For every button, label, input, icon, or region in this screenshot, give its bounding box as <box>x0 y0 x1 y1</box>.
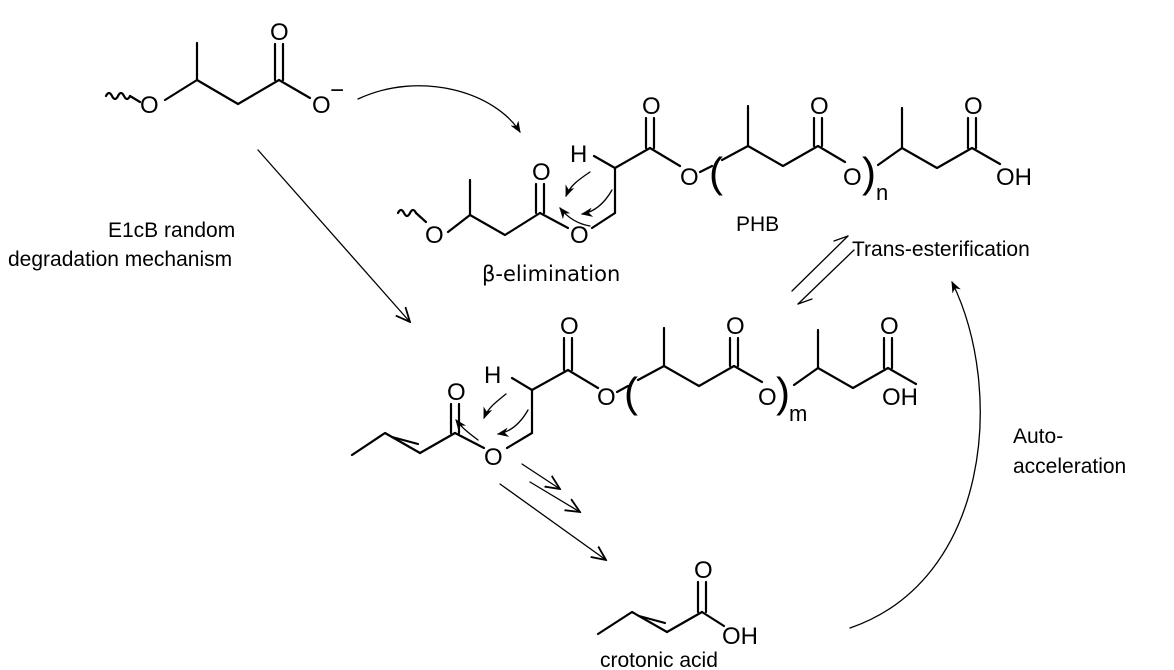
repeat-unit-close-bracket: ) <box>776 369 790 416</box>
equilibrium-reverse-arrow <box>797 249 855 305</box>
hydroxyl-group: OH <box>882 384 918 411</box>
oxygen-atom: O <box>680 164 699 191</box>
bond <box>414 211 428 224</box>
electron-push-arrow <box>455 419 479 441</box>
equilibrium-reverse-head <box>797 298 813 305</box>
multistep-arrow <box>529 481 580 512</box>
backbone-bonds <box>530 368 600 392</box>
anion-charge: − <box>330 77 344 104</box>
bond <box>590 211 617 230</box>
electron-push-arrow <box>496 409 529 437</box>
electron-push-arrow <box>565 171 591 198</box>
nucleophilic-attack-arrow <box>357 85 521 133</box>
oxygen-atom: O <box>810 93 829 120</box>
oxygen-atom: O <box>880 313 899 340</box>
phb-chain-molecule: O O O H O O ( O O ) n O OH <box>396 93 1032 249</box>
bond <box>700 610 726 628</box>
auto-acceleration-label-line2: acceleration <box>1013 455 1126 478</box>
oxygen-atom: O <box>726 313 745 340</box>
mechanism-label-line2: degradation mechanism <box>8 248 232 271</box>
hydroxyl-group: OH <box>722 623 758 650</box>
oxygen-atom: O <box>140 92 159 119</box>
repeat-unit-close-bracket: ) <box>862 149 876 196</box>
alkene-double-bond <box>390 435 420 446</box>
bond <box>277 78 312 100</box>
bond <box>510 376 534 392</box>
bond <box>592 154 617 170</box>
oxygen-atom: O <box>447 379 466 406</box>
backbone-bonds <box>613 146 682 170</box>
backbone-bonds <box>596 610 669 636</box>
oxygen-atom: O <box>642 93 661 120</box>
repeat-unit-open-bracket: ( <box>709 149 723 196</box>
repeat-count-n: n <box>876 180 888 205</box>
end-group-bonds <box>792 366 918 390</box>
carboxylate-anion-molecule: O O O − <box>104 19 344 119</box>
bond <box>615 384 630 394</box>
beta-elimination-label: β-elimination <box>482 262 620 286</box>
backbone-bonds <box>350 431 422 457</box>
degradation-arrow <box>257 149 410 322</box>
repeat-unit-open-bracket: ( <box>624 369 638 416</box>
bond <box>698 164 714 174</box>
multistep-arrow <box>499 483 606 560</box>
oxygen-atom: O <box>532 159 551 186</box>
oxygen-atom: O <box>694 557 713 584</box>
oxygen-atom: O <box>758 384 777 411</box>
phb-label: PHB <box>736 213 779 236</box>
bond <box>128 94 142 104</box>
oxygen-atom: O <box>270 19 289 46</box>
hydroxyl-group: OH <box>996 164 1032 191</box>
mechanism-label-line1: E1cB random <box>108 219 235 242</box>
backbone-bonds <box>163 78 281 106</box>
oxygen-atom: O <box>425 222 444 249</box>
electron-push-arrow <box>580 189 613 217</box>
repeat-count-m: m <box>789 401 807 426</box>
crotonic-acid-molecule: O OH <box>596 557 758 650</box>
oxygen-atom: O <box>560 313 579 340</box>
bond <box>665 610 704 634</box>
hydrogen-atom: H <box>570 141 587 168</box>
bond <box>418 431 457 455</box>
hydrogen-atom: H <box>484 362 501 389</box>
auto-acceleration-label-line1: Auto- <box>1013 425 1063 448</box>
transesterification-label: Trans-esterification <box>852 238 1030 261</box>
crotonic-acid-label: crotonic acid <box>600 649 718 670</box>
bond <box>505 431 534 450</box>
bond <box>538 211 570 230</box>
crotonate-chain-molecule: O O H O O ( O O ) m O OH <box>350 313 918 471</box>
electron-push-arrow <box>483 393 507 420</box>
end-group-bonds <box>876 146 1002 170</box>
oxygen-atom: O <box>843 164 862 191</box>
auto-acceleration-arrow <box>849 280 981 629</box>
bond <box>453 431 486 450</box>
equilibrium-forward-head <box>833 235 849 242</box>
electron-push-arrow <box>559 207 591 227</box>
multistep-arrow <box>521 463 560 489</box>
oxygen-atom: O <box>312 92 331 119</box>
equilibrium-forward-arrow <box>791 235 849 292</box>
repeat-unit-bonds <box>636 364 764 388</box>
alkene-double-bond <box>637 614 667 625</box>
oxygen-atom: O <box>597 384 616 411</box>
wavy-bond <box>396 208 418 218</box>
repeat-unit-bonds <box>720 144 847 168</box>
oxygen-atom: O <box>964 93 983 120</box>
wavy-bond <box>104 91 132 101</box>
oxygen-atom: O <box>484 444 503 471</box>
backbone-bonds <box>446 211 542 237</box>
oxygen-atom: O <box>570 222 589 249</box>
